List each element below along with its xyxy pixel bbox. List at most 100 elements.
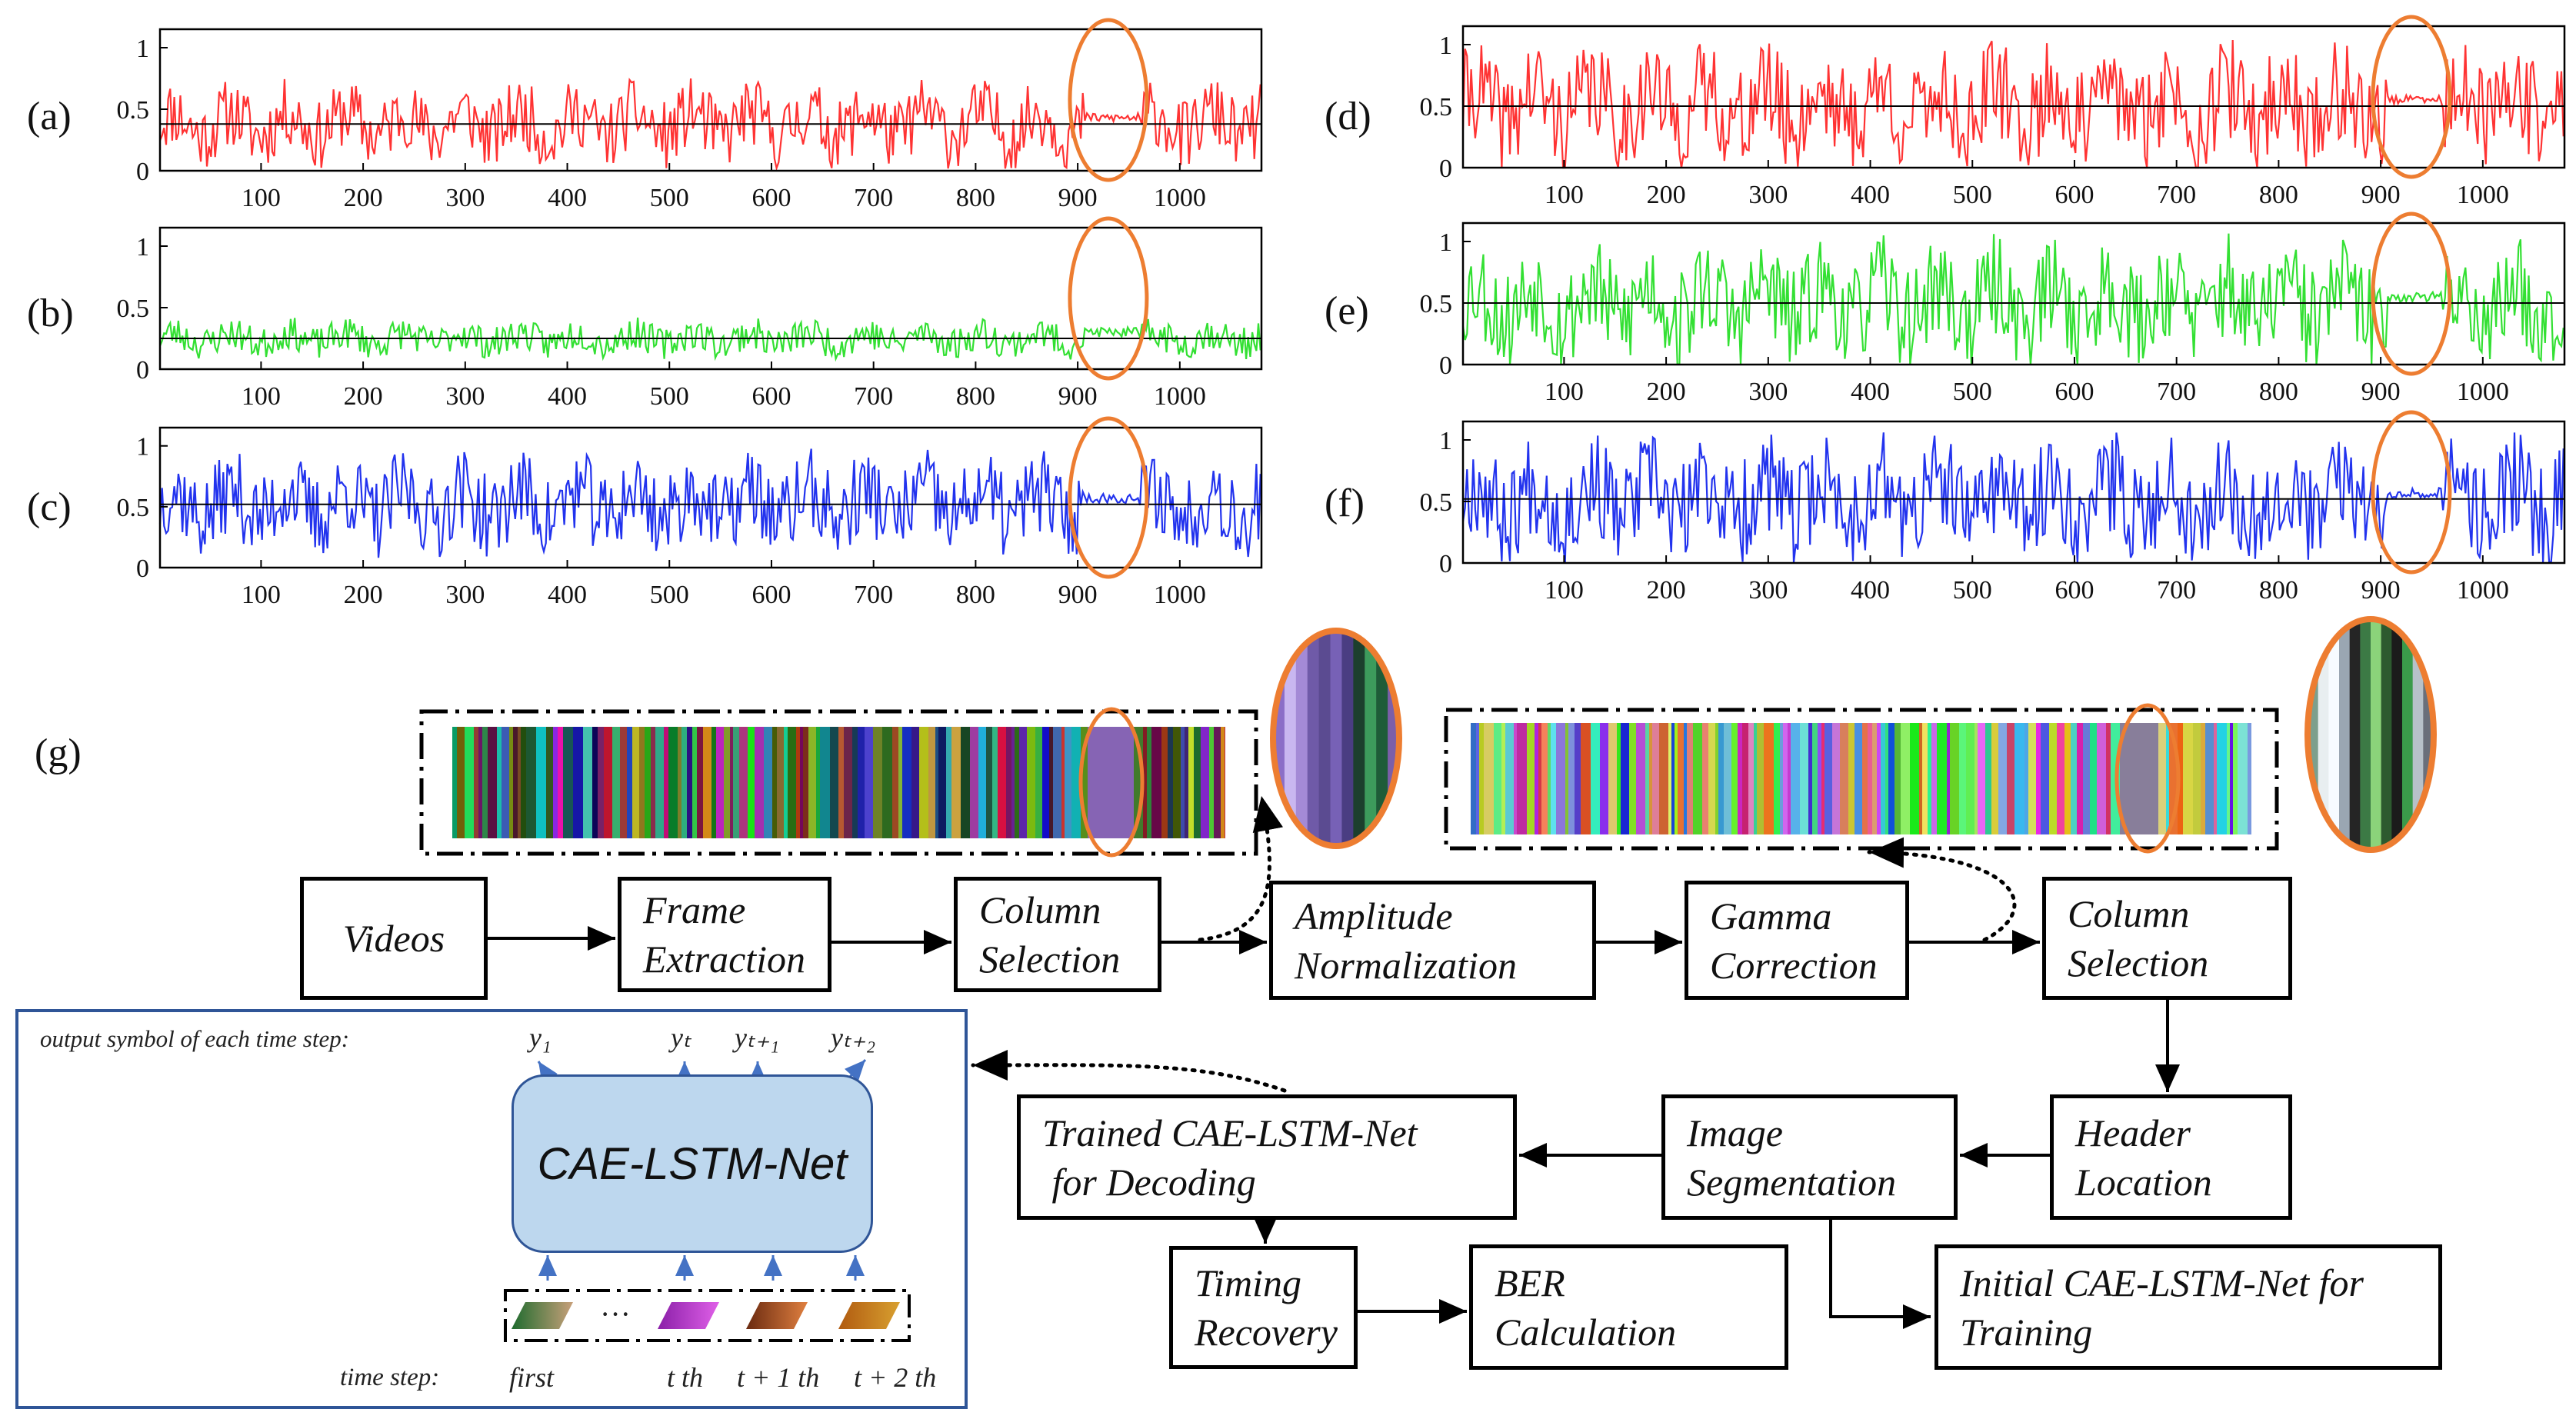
strip-column xyxy=(1868,723,1872,834)
strip-frame-2 xyxy=(1444,708,2279,851)
strip-column xyxy=(951,727,961,838)
strip-column xyxy=(1877,723,1881,834)
panel-label-e: (e) xyxy=(1325,289,1369,333)
strip-column xyxy=(1538,723,1541,834)
x-tick-label: 1000 xyxy=(1154,184,1206,212)
y-tick-label: 0 xyxy=(1439,351,1452,380)
strip-column xyxy=(1791,723,1800,834)
strip-column xyxy=(1780,723,1783,834)
strip-column xyxy=(2036,723,2041,834)
x-tick-label: 400 xyxy=(1851,576,1890,605)
x-tick-label: 600 xyxy=(2054,181,2094,209)
y-tick-label: 0 xyxy=(1439,155,1452,183)
strip-column xyxy=(509,727,513,838)
x-tick-label: 200 xyxy=(344,581,383,609)
zoom-column xyxy=(2318,619,2330,850)
input-symbol-t2 xyxy=(838,1302,900,1329)
zoom-column xyxy=(2402,619,2414,850)
x-tick-label: 900 xyxy=(2361,576,2401,605)
strip-column xyxy=(748,727,755,838)
strip-column xyxy=(1774,723,1780,834)
signal-trace-c xyxy=(158,448,1261,558)
strip-column xyxy=(668,727,678,838)
highlight-ellipse-f xyxy=(2371,410,2452,575)
dotted-link-model xyxy=(971,1049,1287,1093)
strip-column xyxy=(788,727,796,838)
strip-column xyxy=(452,727,457,838)
x-tick-label: 900 xyxy=(1058,581,1098,609)
strip-column xyxy=(2233,723,2238,834)
x-tick-label: 900 xyxy=(2361,181,2401,209)
strip-column xyxy=(2214,723,2217,834)
ber-calculation-line2: Calculation xyxy=(1495,1310,1677,1354)
strip-column xyxy=(772,727,777,838)
ber-calculation-line1: BER xyxy=(1495,1261,1565,1304)
gamma-correction-line2: Correction xyxy=(1710,943,1878,987)
input-symbol-first xyxy=(512,1302,573,1329)
step-t2: t + 2 th xyxy=(854,1362,937,1393)
strip-column xyxy=(2024,723,2028,834)
strip-column xyxy=(553,727,558,838)
strip-column xyxy=(830,727,838,838)
x-tick-label: 200 xyxy=(1647,181,1686,209)
strip-column xyxy=(457,727,465,838)
strip-highlight-1 xyxy=(1078,707,1145,858)
strip-column xyxy=(1514,723,1517,834)
strip-column xyxy=(800,727,803,838)
ber-calculation-box: BER Calculation xyxy=(1469,1244,1788,1370)
strip-column xyxy=(898,727,902,838)
output-symbol-label: output symbol of each time step: xyxy=(40,1025,350,1052)
trained-net-line1: Trained CAE-LSTM-Net xyxy=(1042,1111,1418,1154)
strip-column xyxy=(592,727,598,838)
strip-column xyxy=(1848,723,1855,834)
cae-lstm-net-label: CAE-LSTM-Net xyxy=(537,1138,848,1189)
zoom-column xyxy=(1318,631,1331,846)
trained-net-box: Trained CAE-LSTM-Net for Decoding xyxy=(1017,1094,1517,1220)
x-tick-label: 200 xyxy=(344,184,383,212)
strip-column xyxy=(2057,723,2064,834)
strip-column xyxy=(1978,723,1985,834)
strip-column xyxy=(620,727,627,838)
header-location-line1: Header xyxy=(2075,1111,2191,1154)
strip-column xyxy=(573,727,583,838)
x-tick-label: 1000 xyxy=(1154,581,1206,609)
strip-column xyxy=(1862,723,1868,834)
strip-column xyxy=(1668,723,1671,834)
strip-column xyxy=(755,727,764,838)
x-tick-label: 700 xyxy=(2157,378,2196,406)
highlight-ellipse-d xyxy=(2371,15,2452,179)
strip-column xyxy=(1684,723,1687,834)
zoom-column xyxy=(2349,619,2361,850)
x-tick-label: 700 xyxy=(2157,576,2196,605)
strip-column xyxy=(1910,723,1919,834)
strip-column xyxy=(1471,723,1476,834)
strip-column xyxy=(1671,723,1675,834)
signal-trace-d xyxy=(1461,39,2564,169)
strip-column xyxy=(1185,727,1188,838)
panel-label-g: (g) xyxy=(35,731,82,775)
amplitude-normalization-line1: Amplitude xyxy=(1295,894,1453,938)
x-tick-label: 100 xyxy=(242,581,281,609)
strip-column xyxy=(946,727,951,838)
strip-column xyxy=(1881,723,1885,834)
strip-column xyxy=(1959,723,1966,834)
strip-column xyxy=(632,727,639,838)
y-tick-label: 0 xyxy=(136,158,149,186)
strip-column xyxy=(730,727,733,838)
x-tick-label: 200 xyxy=(344,382,383,411)
strip-column xyxy=(1119,727,1128,838)
strip-column xyxy=(1702,723,1708,834)
x-tick-label: 800 xyxy=(956,184,995,212)
strip-column xyxy=(1104,727,1114,838)
strip-column xyxy=(465,727,474,838)
frame-extraction-line1: Frame xyxy=(643,888,746,931)
strip-column xyxy=(2097,723,2106,834)
zoom-column xyxy=(1307,631,1320,846)
x-tick-label: 800 xyxy=(2259,576,2298,605)
strip-column xyxy=(687,727,692,838)
strip-column xyxy=(1617,723,1621,834)
x-tick-label: 100 xyxy=(1545,181,1584,209)
strip-column xyxy=(1209,727,1214,838)
dotted-link-strip-1 xyxy=(1198,794,1284,942)
